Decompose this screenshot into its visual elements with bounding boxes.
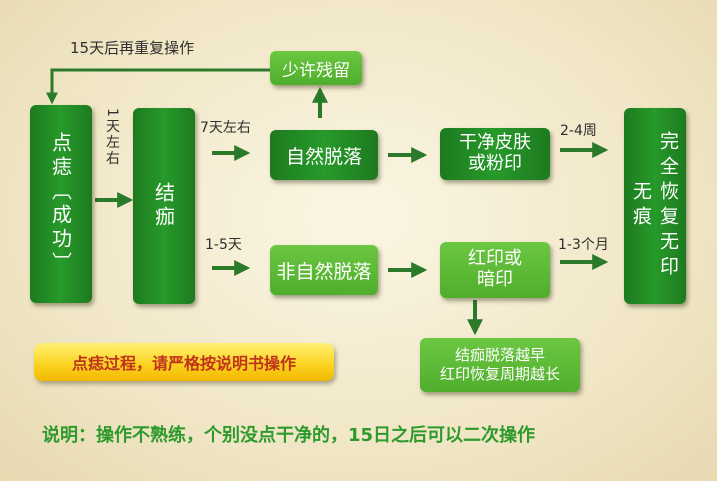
box-shaoxu: 少许残留 bbox=[270, 51, 362, 85]
label-month1-3: 1-3个月 bbox=[558, 237, 609, 253]
box-ziran-label: 自然脱落 bbox=[285, 145, 362, 168]
footnote: 说明：操作不熟练，个别没点干净的，15日之后可以二次操作 bbox=[42, 425, 536, 446]
loop-label: 15天后再重复操作 bbox=[70, 39, 195, 57]
label-day1: 1天左右 bbox=[104, 108, 120, 167]
box-wanquan-label: 完全恢复无印无痕 bbox=[630, 131, 679, 281]
box-dianzhi-label: 点痣〔成功〕 bbox=[48, 132, 73, 276]
box-jieqie-note: 结痂脱落越早 红印恢复周期越长 bbox=[420, 338, 580, 392]
box-ganjing: 干净皮肤或粉印 bbox=[440, 128, 550, 180]
box-feiziran-label: 非自然脱落 bbox=[276, 260, 372, 283]
box-hongyin: 红印或暗印 bbox=[440, 242, 550, 298]
box-feiziran: 非自然脱落 bbox=[270, 245, 378, 295]
label-day1-5: 1-5天 bbox=[205, 237, 242, 253]
box-hongyin-label: 红印或暗印 bbox=[468, 248, 522, 290]
label-day7: 7天左右 bbox=[200, 120, 251, 136]
note-line-2: 红印恢复周期越长 bbox=[439, 365, 560, 383]
label-week2-4: 2-4周 bbox=[560, 123, 597, 139]
box-jieqie: 结痂 bbox=[133, 108, 195, 304]
warning-banner: 点痣过程，请严格按说明书操作 bbox=[34, 343, 334, 381]
warning-text: 点痣过程，请严格按说明书操作 bbox=[71, 354, 296, 373]
box-shaoxu-label: 少许残留 bbox=[282, 60, 350, 81]
note-line-1: 结痂脱落越早 bbox=[454, 346, 545, 365]
box-ziran: 自然脱落 bbox=[270, 130, 378, 180]
box-dianzhi: 点痣〔成功〕 bbox=[30, 105, 92, 303]
box-jieqie-label: 结痂 bbox=[151, 182, 176, 230]
loop-arrow bbox=[46, 68, 270, 105]
box-ganjing-label: 干净皮肤或粉印 bbox=[459, 132, 531, 174]
box-wanquan: 完全恢复无印无痕 bbox=[624, 108, 686, 304]
